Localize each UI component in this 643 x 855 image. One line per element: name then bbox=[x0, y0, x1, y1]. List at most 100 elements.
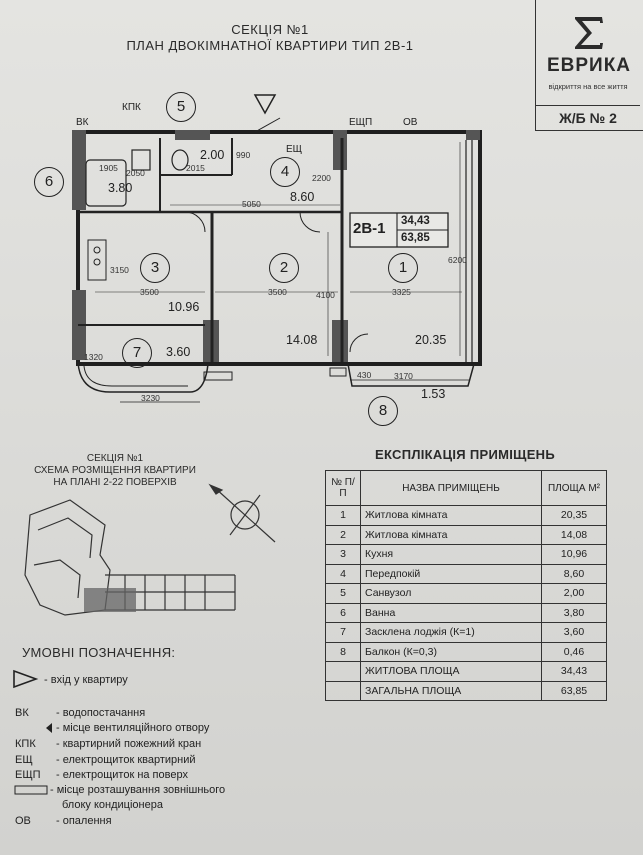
room-area-8: 1.53 bbox=[421, 387, 446, 401]
row-name: Ванна bbox=[360, 602, 542, 623]
dim-4100: 4100 bbox=[316, 290, 335, 300]
legend-ac-text: - місце розташування зовнішнього bbox=[50, 784, 226, 796]
dim-3230: 3230 bbox=[141, 393, 160, 403]
apartment-total-area: 63,85 bbox=[401, 232, 430, 244]
header-no: № П/П bbox=[325, 470, 361, 506]
room-area-1: 20.35 bbox=[415, 333, 447, 347]
row-name: Засклена лоджія (К=1) bbox=[360, 622, 542, 643]
row-area: 0,46 bbox=[541, 641, 607, 662]
empty-cell bbox=[325, 680, 361, 701]
row-name: Житлова кімната bbox=[360, 505, 542, 526]
row-no: 4 bbox=[325, 563, 361, 584]
room-number-4: 4 bbox=[270, 157, 300, 187]
dim-2015: 2015 bbox=[186, 163, 205, 173]
apartment-highlight bbox=[84, 588, 136, 612]
table-header-row: № П/П НАЗВА ПРИМІЩЕНЬ ПЛОЩА М² bbox=[325, 470, 607, 506]
row-no: 2 bbox=[325, 524, 361, 545]
legend-entry: - вхід у квартиру bbox=[44, 674, 128, 686]
logo-frame bbox=[535, 0, 643, 131]
row-no: 1 bbox=[325, 505, 361, 526]
row-name: Балкон (К=0,3) bbox=[360, 641, 542, 662]
legend-eshchp-abbr: ЕЩП bbox=[15, 769, 41, 781]
row-name: Передпокій bbox=[360, 563, 542, 584]
ac-unit-icon bbox=[14, 785, 48, 795]
room-number-1: 1 bbox=[388, 253, 418, 283]
room-number-8: 8 bbox=[368, 396, 398, 426]
header-area: ПЛОЩА М² bbox=[541, 470, 607, 506]
legend-vent-text: - місце вентиляційного отвору bbox=[56, 722, 210, 734]
room-number-7: 7 bbox=[122, 338, 152, 368]
row-area: 3,80 bbox=[541, 602, 607, 623]
row-area: 2,00 bbox=[541, 583, 607, 604]
row-no: 3 bbox=[325, 544, 361, 565]
dim-990: 990 bbox=[236, 150, 251, 160]
house-code: Ж/Б № 2 bbox=[536, 105, 640, 126]
plan-title: ПЛАН ДВОКІМНАТНОЇ КВАРТИРИ ТИП 2В-1 bbox=[126, 38, 414, 53]
water-supply-label: ВК bbox=[76, 117, 89, 128]
apartment-type: 2В-1 bbox=[353, 220, 386, 237]
legend-eshchp-text: - електрощиток на поверх bbox=[56, 769, 188, 781]
heating-label: ОВ bbox=[403, 117, 418, 128]
room-area-5: 2.00 bbox=[200, 148, 225, 162]
row-name: Санвузол bbox=[360, 583, 542, 604]
room-number-6: 6 bbox=[34, 167, 64, 197]
logo-name: ЕВРИКА bbox=[546, 55, 632, 76]
row-no: 7 bbox=[325, 622, 361, 643]
row-area: 20,35 bbox=[541, 505, 607, 526]
legend-kpk-abbr: КПК bbox=[15, 738, 36, 750]
row-area: 14,08 bbox=[541, 524, 607, 545]
logo-tagline: відкриття на все життя bbox=[548, 82, 628, 91]
legend-eshch-text: - електрощиток квартирний bbox=[56, 754, 196, 766]
building-schematic bbox=[24, 483, 276, 616]
room-area-2: 14.08 bbox=[286, 333, 318, 347]
row-no: 6 bbox=[325, 602, 361, 623]
dim-3325: 3325 bbox=[392, 287, 411, 297]
total-area: 63,85 bbox=[541, 680, 607, 701]
vent-arrow-icon bbox=[46, 723, 52, 733]
explication-title: ЕКСПЛІКАЦІЯ ПРИМІЩЕНЬ bbox=[374, 447, 556, 462]
row-area: 3,60 bbox=[541, 622, 607, 643]
fire-hydrant-label: КПК bbox=[122, 102, 141, 113]
dim-2200: 2200 bbox=[312, 173, 331, 183]
plan-title-section: СЕКЦІЯ №1 bbox=[231, 22, 309, 37]
row-name: Кухня bbox=[360, 544, 542, 565]
dim-3500-kitchen: 3500 bbox=[140, 287, 159, 297]
dim-3150: 3150 bbox=[110, 265, 129, 275]
room-number-5: 5 bbox=[166, 92, 196, 122]
empty-cell bbox=[325, 661, 361, 682]
total-name: ЖИТЛОВА ПЛОЩА bbox=[360, 661, 542, 682]
total-name: ЗАГАЛЬНА ПЛОЩА bbox=[360, 680, 542, 701]
dim-3500-room2: 3500 bbox=[268, 287, 287, 297]
entry-triangle-icon bbox=[13, 669, 39, 689]
row-name: Житлова кімната bbox=[360, 524, 542, 545]
dim-5050: 5050 bbox=[242, 199, 261, 209]
legend-eshch-abbr: ЕЩ bbox=[15, 754, 33, 766]
schematic-subtitle: НА ПЛАНІ 2-22 ПОВЕРХІВ bbox=[53, 477, 177, 488]
total-area: 34,43 bbox=[541, 661, 607, 682]
legend-kpk-text: - квартирний пожежний кран bbox=[56, 738, 202, 750]
schematic-title-section: СЕКЦІЯ №1 bbox=[86, 453, 144, 464]
floor-panel-label: ЕЩП bbox=[349, 117, 373, 128]
row-area: 8,60 bbox=[541, 563, 607, 584]
schematic-title: СХЕМА РОЗМІЩЕННЯ КВАРТИРИ bbox=[34, 465, 196, 476]
apartment-panel-label: ЕЩ bbox=[286, 144, 303, 155]
row-area: 10,96 bbox=[541, 544, 607, 565]
header-name: НАЗВА ПРИМІЩЕНЬ bbox=[360, 470, 542, 506]
legend-vk-abbr: ВК bbox=[15, 707, 29, 719]
room-area-7: 3.60 bbox=[166, 345, 191, 359]
apartment-living-area: 34,43 bbox=[401, 215, 430, 227]
room-area-4: 8.60 bbox=[290, 190, 315, 204]
room-area-3: 10.96 bbox=[168, 300, 200, 314]
